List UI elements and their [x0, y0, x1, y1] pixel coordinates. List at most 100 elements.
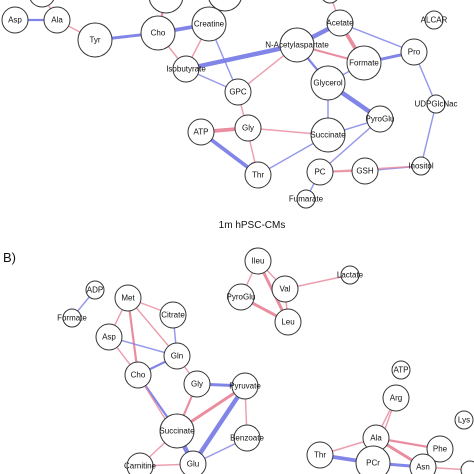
node-arg_b: Arg [382, 384, 410, 412]
node-circle [306, 158, 334, 186]
node-label: Lactate [337, 271, 364, 280]
node-label: Gly [191, 380, 203, 389]
node-label: Asp [8, 16, 22, 25]
node-circle [382, 384, 410, 412]
node-circle [208, 0, 242, 12]
node-circle [172, 55, 200, 83]
node-circle [179, 450, 207, 474]
node-circle [43, 6, 71, 34]
node-label: GPC [229, 88, 247, 97]
node-circle [114, 284, 142, 312]
node-label: Creatine [194, 20, 225, 29]
node-pro_a: Pro [400, 38, 428, 66]
node-label: Succinate [310, 131, 346, 140]
node-label: Inositol [408, 162, 434, 171]
node-lactate_b: Lactate [337, 265, 364, 285]
node-label: N-Acetylaspartate [265, 41, 329, 50]
node-label: Cho [131, 371, 146, 380]
node-acetate_a: Acetate [326, 9, 354, 37]
node-circle [426, 435, 454, 463]
node-ileu_b: Ileu [244, 247, 272, 275]
node-topright_a [322, 0, 338, 4]
node-glycerol_a: Glycerol [310, 65, 346, 101]
node-circle [244, 247, 272, 275]
node-benzoate_b: Benzoate [230, 424, 264, 452]
node-extra_b [460, 460, 474, 474]
node-circle [296, 189, 316, 209]
node-label: Carnitine [124, 462, 157, 471]
node-circle [234, 114, 262, 142]
node-cho_b: Cho [124, 361, 152, 389]
node-circle [391, 360, 411, 380]
node-circle [310, 117, 346, 153]
node-asp_b: Asp [95, 323, 123, 351]
node-label: ATP [194, 128, 209, 137]
node-label: ATP [394, 366, 409, 375]
node-circle [326, 9, 354, 37]
node-label: Pyruvate [229, 382, 261, 391]
node-nacetyl_a: N-Acetylaspartate [265, 27, 329, 63]
node-gpc_a: GPC [224, 78, 252, 106]
node-ala_a: Ala [43, 6, 71, 34]
node-circle [426, 94, 446, 114]
node-isobutyrate_a: Isobutyrate [166, 55, 206, 83]
node-circle [424, 10, 444, 30]
node-thr_a: Thr [244, 161, 272, 189]
node-pyruvate_b: Pyruvate [229, 372, 261, 400]
node-asn_b: Asn [409, 453, 437, 474]
node-label: GSH [356, 167, 374, 176]
node-label: UDPGlcNac [414, 100, 457, 109]
edge-isobutyrate_a-nacetyl_a [183, 42, 300, 72]
node-circle [310, 65, 346, 101]
node-label: Lys [458, 416, 470, 425]
node-circle [163, 342, 191, 370]
node-met_b: Met [114, 284, 142, 312]
node-label: PCr [366, 459, 380, 468]
node-label: Tyr [89, 36, 100, 45]
node-label: Arg [390, 394, 402, 403]
node-circle [95, 323, 123, 351]
node-circle [355, 445, 391, 474]
node-atp_a: ATP [187, 118, 215, 146]
node-circle [187, 118, 215, 146]
node-formate_b: Formate [57, 308, 87, 328]
node-label: Thr [314, 451, 326, 460]
node-circle [233, 424, 261, 452]
node-circle [29, 0, 55, 8]
node-label: Val [280, 285, 291, 294]
node-label: Asn [416, 463, 430, 472]
node-top_a [148, 0, 184, 14]
node-circle [191, 6, 227, 42]
node-pc_a: PC [306, 158, 334, 186]
node-label: Asp [102, 333, 116, 342]
node-circle [346, 45, 382, 81]
node-circle [306, 441, 334, 469]
node-circle [340, 265, 360, 285]
node-adp_b: ADP [85, 280, 105, 300]
node-circle [224, 78, 252, 106]
node-gly_a: Gly [234, 114, 262, 142]
node-creatine_a: Creatine [191, 6, 227, 42]
node-succinate_b: Succinate [159, 413, 195, 449]
node-pcr_b: PCr [355, 445, 391, 474]
node-circle [227, 283, 255, 311]
node-gln_b: Gln [163, 342, 191, 370]
node-lys_b: Lys [454, 410, 474, 430]
node-glu_b: Glu [179, 450, 207, 474]
node-label: Phe [433, 445, 448, 454]
node-circle [400, 38, 428, 66]
node-label: Cho [151, 29, 166, 38]
node-label: ADP [87, 286, 103, 295]
node-label: Fumarate [289, 195, 324, 204]
node-label: Benzoate [230, 434, 264, 443]
node-circle [1, 6, 29, 34]
panel-b-letter: B) [3, 250, 16, 265]
node-label: Ala [51, 16, 63, 25]
node-label: Leu [281, 318, 294, 327]
node-circle [411, 156, 431, 176]
node-alcar_a: ALCAR [421, 10, 448, 30]
node-label: PyroGlu [227, 293, 256, 302]
node-topleft_a [29, 0, 55, 8]
node-tyr_a: Tyr [77, 22, 113, 58]
